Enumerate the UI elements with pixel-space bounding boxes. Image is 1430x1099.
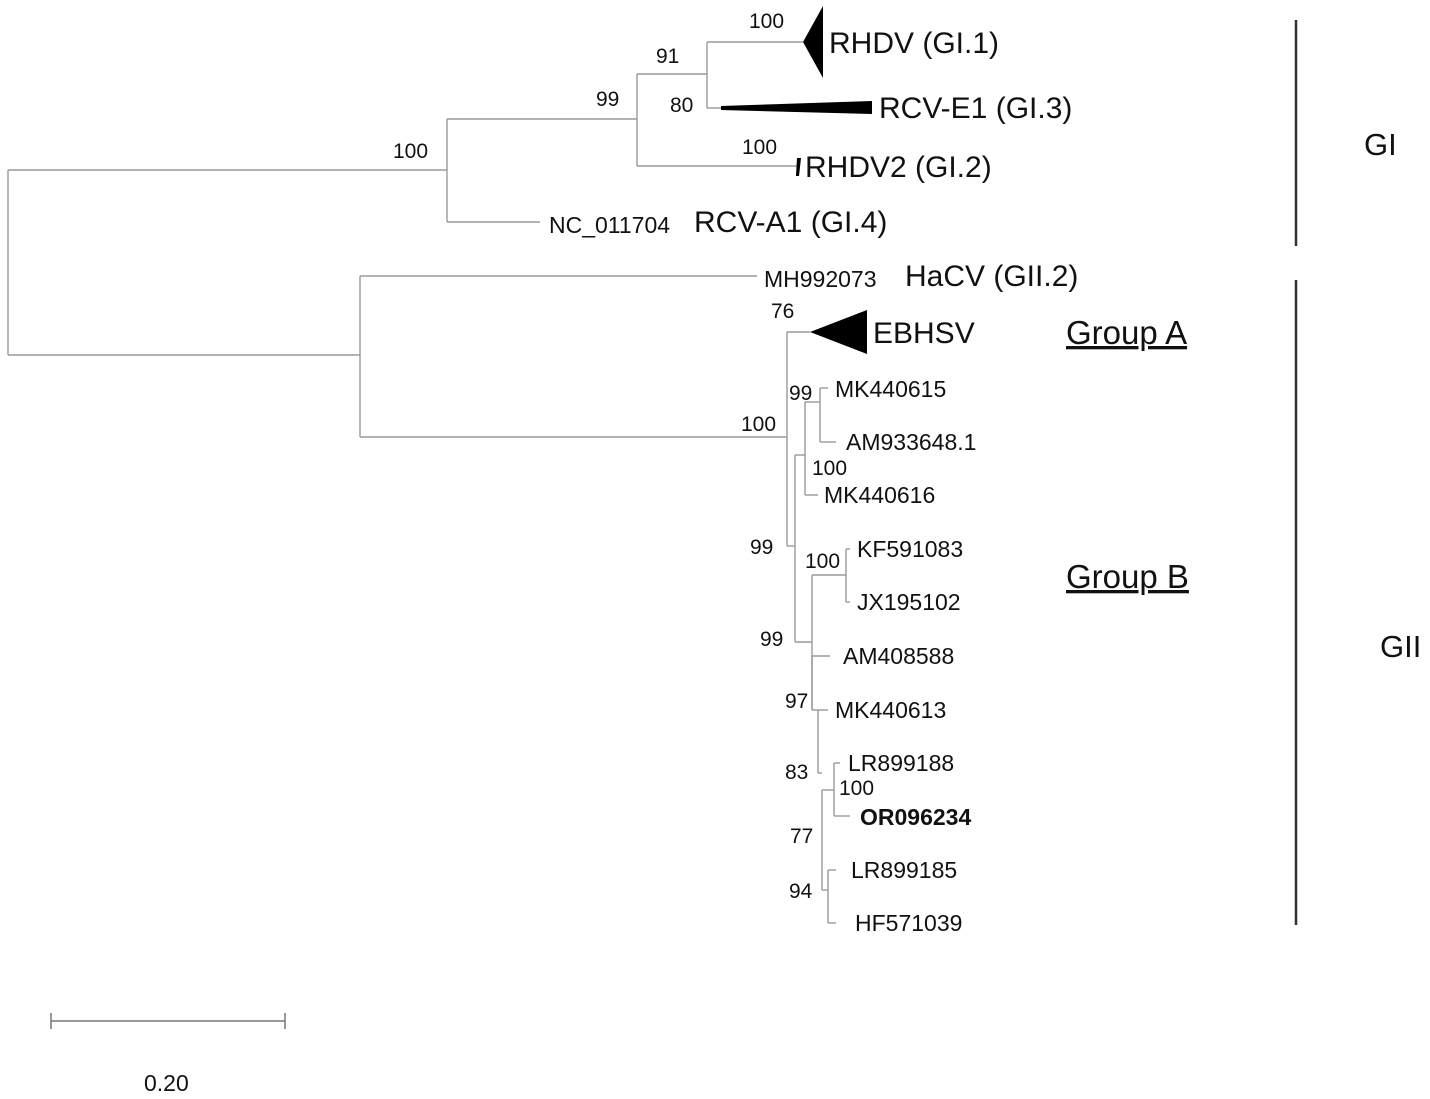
taxon-rhdv2: RHDV2 (GI.2) [805,151,992,184]
taxon-lr899188: LR899188 [848,750,954,776]
taxon-rcv-a1: RCV-A1 (GI.4) [694,206,887,239]
scale-bar: 0.20 [50,1013,286,1096]
group-label-a: Group A [1066,314,1187,351]
support-gi-root: 100 [393,140,428,163]
taxon-mk440613: MK440613 [835,697,946,723]
support-lr899188-or096234: 100 [839,777,874,800]
support-rhdv2-tip: 100 [742,136,777,159]
taxon-jx195102: JX195102 [857,589,961,615]
support-lr-hf-node: 77 [790,825,813,848]
collapsed-clades [721,6,872,354]
collapsed-ebhsv [810,310,867,354]
clade-label-gii: GII [1380,629,1421,664]
taxon-ebhsv: EBHSV [873,317,975,350]
taxon-hacv-accession: MH992073 [764,266,877,292]
support-am933648-mk440616: 100 [812,457,847,480]
support-rcve1-node: 80 [670,94,693,117]
support-mk440615-clade: 99 [789,382,812,405]
taxon-or096234: OR096234 [860,804,971,830]
taxon-mk440616: MK440616 [824,482,935,508]
collapsed-rhdv [803,6,823,78]
taxon-rcv-e1: RCV-E1 (GI.3) [879,92,1072,125]
support-lr899185-hf571039: 94 [789,880,813,903]
support-ebhsv-tip: 76 [771,300,794,323]
group-label-b: Group B [1066,558,1189,595]
taxon-rcv-a1-accession: NC_011704 [549,212,670,238]
support-mk440613-node: 83 [785,761,808,784]
support-ebhsv-groupb: 100 [741,413,776,436]
collapsed-rhdv2 [796,158,801,176]
taxon-hf571039: HF571039 [855,910,962,936]
support-groupb-inner: 99 [750,536,773,559]
taxon-am408588: AM408588 [843,643,954,669]
clade-annotations: GI GII Group A Group B [1066,20,1421,925]
tree-branches [7,41,850,924]
scale-bar-label: 0.20 [144,1070,189,1096]
taxon-kf591083: KF591083 [857,536,963,562]
support-values: 100 91 80 99 100 100 76 100 99 100 99 10… [393,10,874,903]
taxon-am933648: AM933648.1 [846,429,976,455]
taxon-rhdv: RHDV (GI.1) [829,27,999,60]
support-gi123: 99 [596,88,619,111]
support-rhdv-tip: 100 [749,10,784,33]
collapsed-rcv-e1 [721,101,872,114]
clade-label-gi: GI [1364,127,1397,162]
support-kf-jx: 100 [805,550,840,573]
taxon-labels: RHDV (GI.1) RCV-E1 (GI.3) RHDV2 (GI.2) N… [549,27,1078,936]
support-groupb-rest: 99 [760,628,783,651]
support-rhdv-rcve1: 91 [656,45,679,68]
support-am408588-node: 97 [785,690,808,713]
taxon-mk440615: MK440615 [835,376,946,402]
taxon-hacv: HaCV (GII.2) [905,260,1078,293]
taxon-lr899185: LR899185 [851,857,957,883]
